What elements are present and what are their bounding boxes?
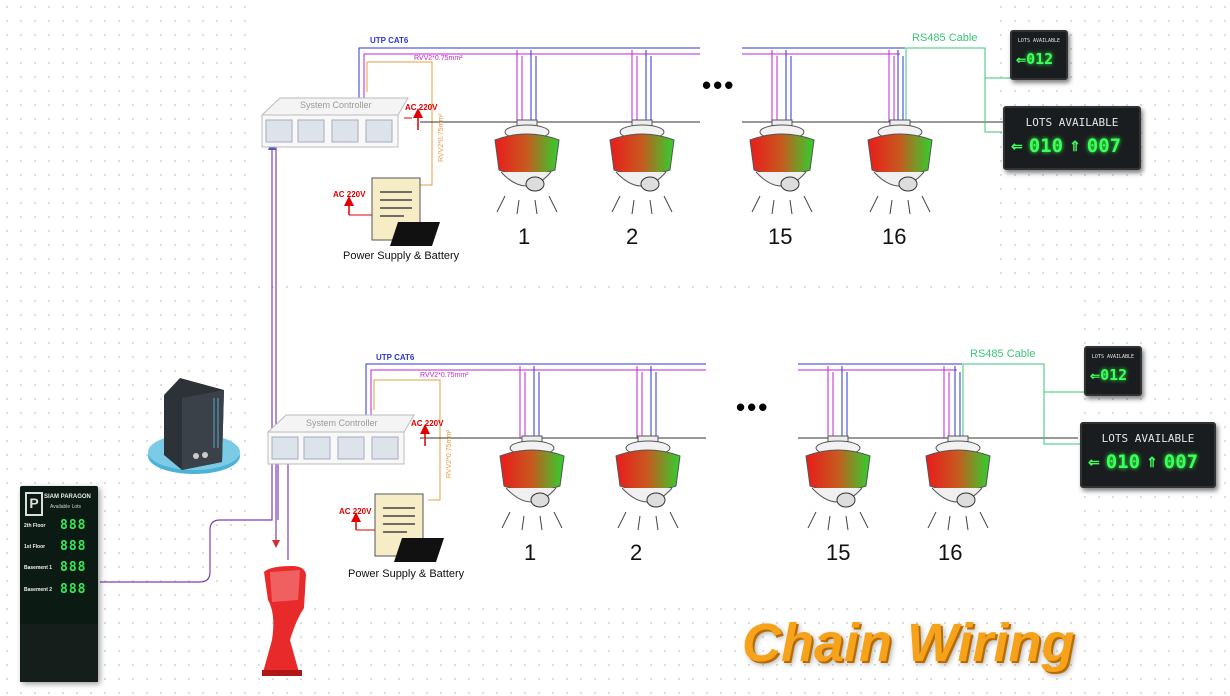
server-icon	[148, 378, 240, 474]
large-led-sign-row-2: LOTS AVAILABLE ⇐ 010 ⇑ 007	[1080, 422, 1216, 488]
floor-label: 2th Floor	[24, 523, 46, 529]
rvv-power-label: RVV2*0.75mm²	[438, 113, 445, 162]
power-supply-label: Power Supply & Battery	[348, 568, 465, 580]
sensor-number: 15	[826, 540, 851, 565]
sign-header: LOTS AVAILABLE	[1017, 38, 1061, 44]
small-led-sign-row-1: LOTS AVAILABLE ⇐012	[1010, 30, 1068, 80]
ac-220v-psu-label: AC 220V	[333, 190, 366, 199]
sign-value: 012	[1026, 50, 1054, 68]
parking-sensor-icon	[499, 435, 565, 531]
row-2-cables	[351, 363, 1086, 531]
arrow-up-icon: ⇑	[1146, 453, 1158, 470]
parking-sensor-icon	[805, 435, 871, 531]
arrow-left-icon: ⇐	[1011, 137, 1023, 154]
floor-value: 888	[60, 560, 87, 575]
parking-sensor-icon	[494, 119, 560, 215]
ac-220v-controller-label: AC 220V	[405, 103, 438, 112]
parking-sensor-icon	[867, 119, 933, 215]
ac-220v-controller-label: AC 220V	[411, 419, 444, 428]
sensor-number: 1	[524, 540, 537, 565]
floor-label: 1st Floor	[24, 544, 46, 550]
power-supply-icon-2	[374, 493, 444, 562]
sign-header: LOTS AVAILABLE	[1101, 432, 1195, 445]
parking-sensor-icon	[749, 119, 815, 215]
arrow-left-icon: ⇐	[1088, 453, 1100, 470]
sign-right-value: 007	[1163, 451, 1199, 473]
sensor-number: 15	[768, 224, 793, 249]
system-controller-icon-2	[266, 414, 415, 465]
floor-value: 888	[60, 582, 87, 597]
sign-right-value: 007	[1086, 135, 1122, 157]
trunk-cables	[100, 140, 289, 583]
sensor-number: 2	[626, 224, 639, 249]
sensors-row-2	[499, 435, 991, 531]
ac-220v-psu-label: AC 220V	[339, 507, 372, 516]
floor-value: 888	[60, 518, 87, 533]
floor-label: Basement 1	[24, 565, 53, 571]
more-sensors-ellipsis: •••	[702, 70, 736, 100]
power-supply-icon-1	[371, 177, 440, 246]
sensor-number: 1	[518, 224, 531, 249]
board-brand: SIAM PARAGON	[44, 494, 91, 500]
diagram-title: Chain Wiring	[742, 613, 1075, 673]
rs485-cable-label: RS485 Cable	[912, 32, 978, 44]
arrow-up-icon: ⇑	[1069, 137, 1081, 154]
parking-sensor-icon	[609, 119, 675, 215]
rvv-cable-label: RVV2*0.75mm²	[420, 372, 469, 379]
system-controller-icon-1	[260, 97, 409, 148]
board-subtitle: Available Lots	[50, 504, 82, 510]
trunk-arrow-down	[272, 540, 280, 548]
utp-cable-label: UTP CAT6	[376, 353, 415, 362]
utp-cable-label: UTP CAT6	[370, 36, 409, 45]
rvv-cable-label: RVV2*0.75mm²	[414, 55, 463, 62]
sign-header: LOTS AVAILABLE	[1091, 354, 1135, 360]
parking-logo-icon: P	[25, 492, 43, 516]
sign-value: 012	[1100, 366, 1128, 384]
rvv-power-label: RVV2*0.75mm²	[446, 429, 453, 478]
system-controller-label: System Controller	[300, 100, 372, 110]
more-sensors-ellipsis: •••	[736, 392, 770, 422]
large-led-sign-row-1: LOTS AVAILABLE ⇐ 010 ⇑ 007	[1003, 106, 1141, 170]
sign-left-value: 010	[1028, 135, 1064, 157]
arrow-left-icon: ⇐	[1090, 369, 1101, 383]
sensor-number: 16	[938, 540, 963, 565]
rs485-cable-label: RS485 Cable	[970, 348, 1036, 360]
kiosk-icon	[262, 566, 306, 676]
parking-sensor-icon	[615, 435, 681, 531]
parking-sensor-icon	[925, 435, 991, 531]
row-1-cables	[344, 47, 1012, 216]
arrow-left-icon: ⇐	[1016, 53, 1027, 67]
small-led-sign-row-2: LOTS AVAILABLE ⇐012	[1084, 346, 1142, 396]
floor-value: 888	[60, 539, 87, 554]
power-supply-label: Power Supply & Battery	[343, 250, 460, 262]
main-entrance-board: P SIAM PARAGON Available Lots 2th Floor …	[20, 486, 98, 682]
sensor-number: 2	[630, 540, 643, 565]
board-base	[20, 624, 98, 682]
sign-header: LOTS AVAILABLE	[1025, 116, 1119, 129]
sensors-row-1	[494, 119, 933, 215]
sign-left-value: 010	[1105, 451, 1141, 473]
sensor-number: 16	[882, 224, 907, 249]
system-controller-label: System Controller	[306, 418, 378, 428]
floor-label: Basement 2	[24, 587, 53, 593]
